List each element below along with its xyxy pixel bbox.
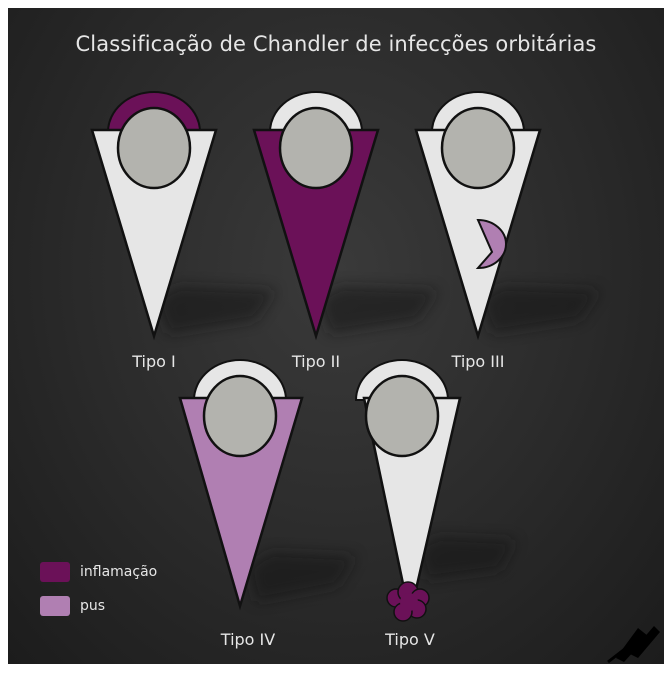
type-4-label: Tipo IV [220,630,276,649]
type-4-orbit [178,359,356,611]
legend-label-inflammation: inflamação [80,564,158,580]
type-5-globe [364,374,440,458]
type-5-cavernous-sinus-thrombosis [386,581,430,622]
type-4-globe [202,374,278,458]
legend-swatch-inflammation [40,562,70,582]
diagram-title: Classificação de Chandler de infecções o… [75,32,597,56]
type-3-globe [440,106,516,190]
legend-item-inflammation: inflamação [40,562,157,582]
type-2-globe [278,106,354,190]
diagram-canvas: Classificação de Chandler de infecções o… [8,8,664,664]
type-3-subperiosteal-abscess [475,218,507,270]
type-1-globe [116,106,192,190]
type-2-orbit [252,91,438,341]
type-2-label: Tipo II [291,352,341,371]
legend-swatch-pus [40,596,70,616]
type-5-orbit [354,359,516,622]
type-1-orbit [90,91,276,341]
type-5-label: Tipo V [385,630,435,649]
type-3-orbit [414,91,600,341]
legend-item-pus: pus [40,596,105,616]
signature-icon [607,626,660,664]
legend-label-pus: pus [80,598,106,614]
type-1-label: Tipo I [132,352,176,371]
type-3-label: Tipo III [451,352,505,371]
chandler-diagram [90,91,660,664]
